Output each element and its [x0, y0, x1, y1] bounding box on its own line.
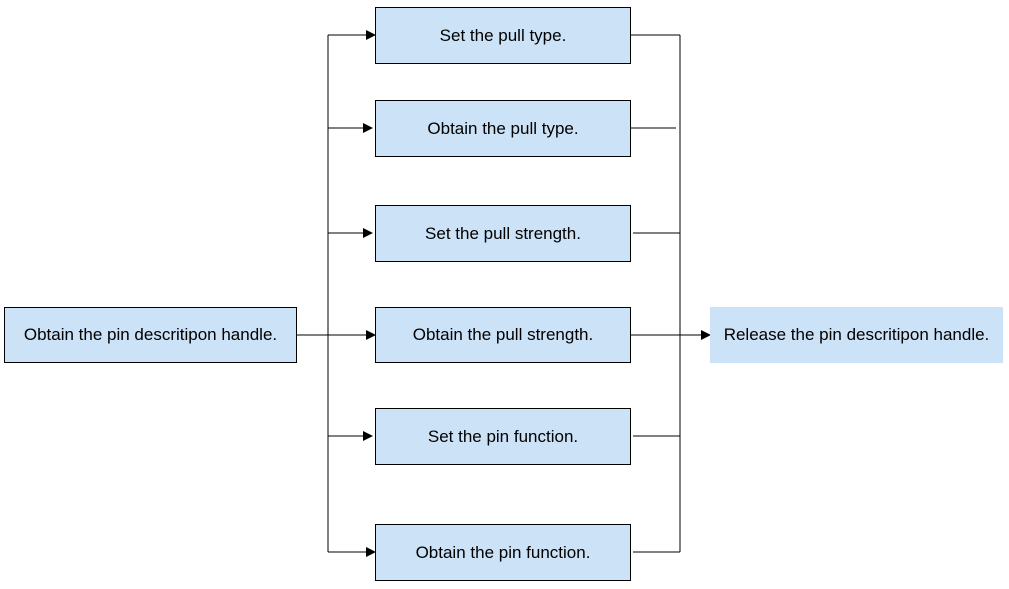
step-node-5: Set the pin function. [375, 408, 631, 465]
step-node-6: Obtain the pin function. [375, 524, 631, 581]
step-node-4: Obtain the pull strength. [375, 307, 631, 363]
start-node: Obtain the pin descritipon handle. [4, 307, 297, 363]
step-node-2: Obtain the pull type. [375, 100, 631, 157]
step-node-label: Obtain the pin function. [415, 542, 591, 562]
step-node-label: Obtain the pull type. [427, 118, 579, 138]
step-node-label: Set the pin function. [427, 426, 579, 446]
start-node-label: Obtain the pin descritipon handle. [23, 325, 278, 344]
step-node-1: Set the pull type. [375, 7, 631, 64]
step-node-label: Set the pull type. [439, 25, 567, 45]
end-node-label: Release the pin descritipon handle. [723, 325, 990, 344]
step-node-3: Set the pull strength. [375, 205, 631, 262]
step-node-label: Obtain the pull strength. [412, 325, 594, 344]
end-node: Release the pin descritipon handle. [710, 307, 1003, 363]
step-node-label: Set the pull strength. [425, 223, 581, 243]
